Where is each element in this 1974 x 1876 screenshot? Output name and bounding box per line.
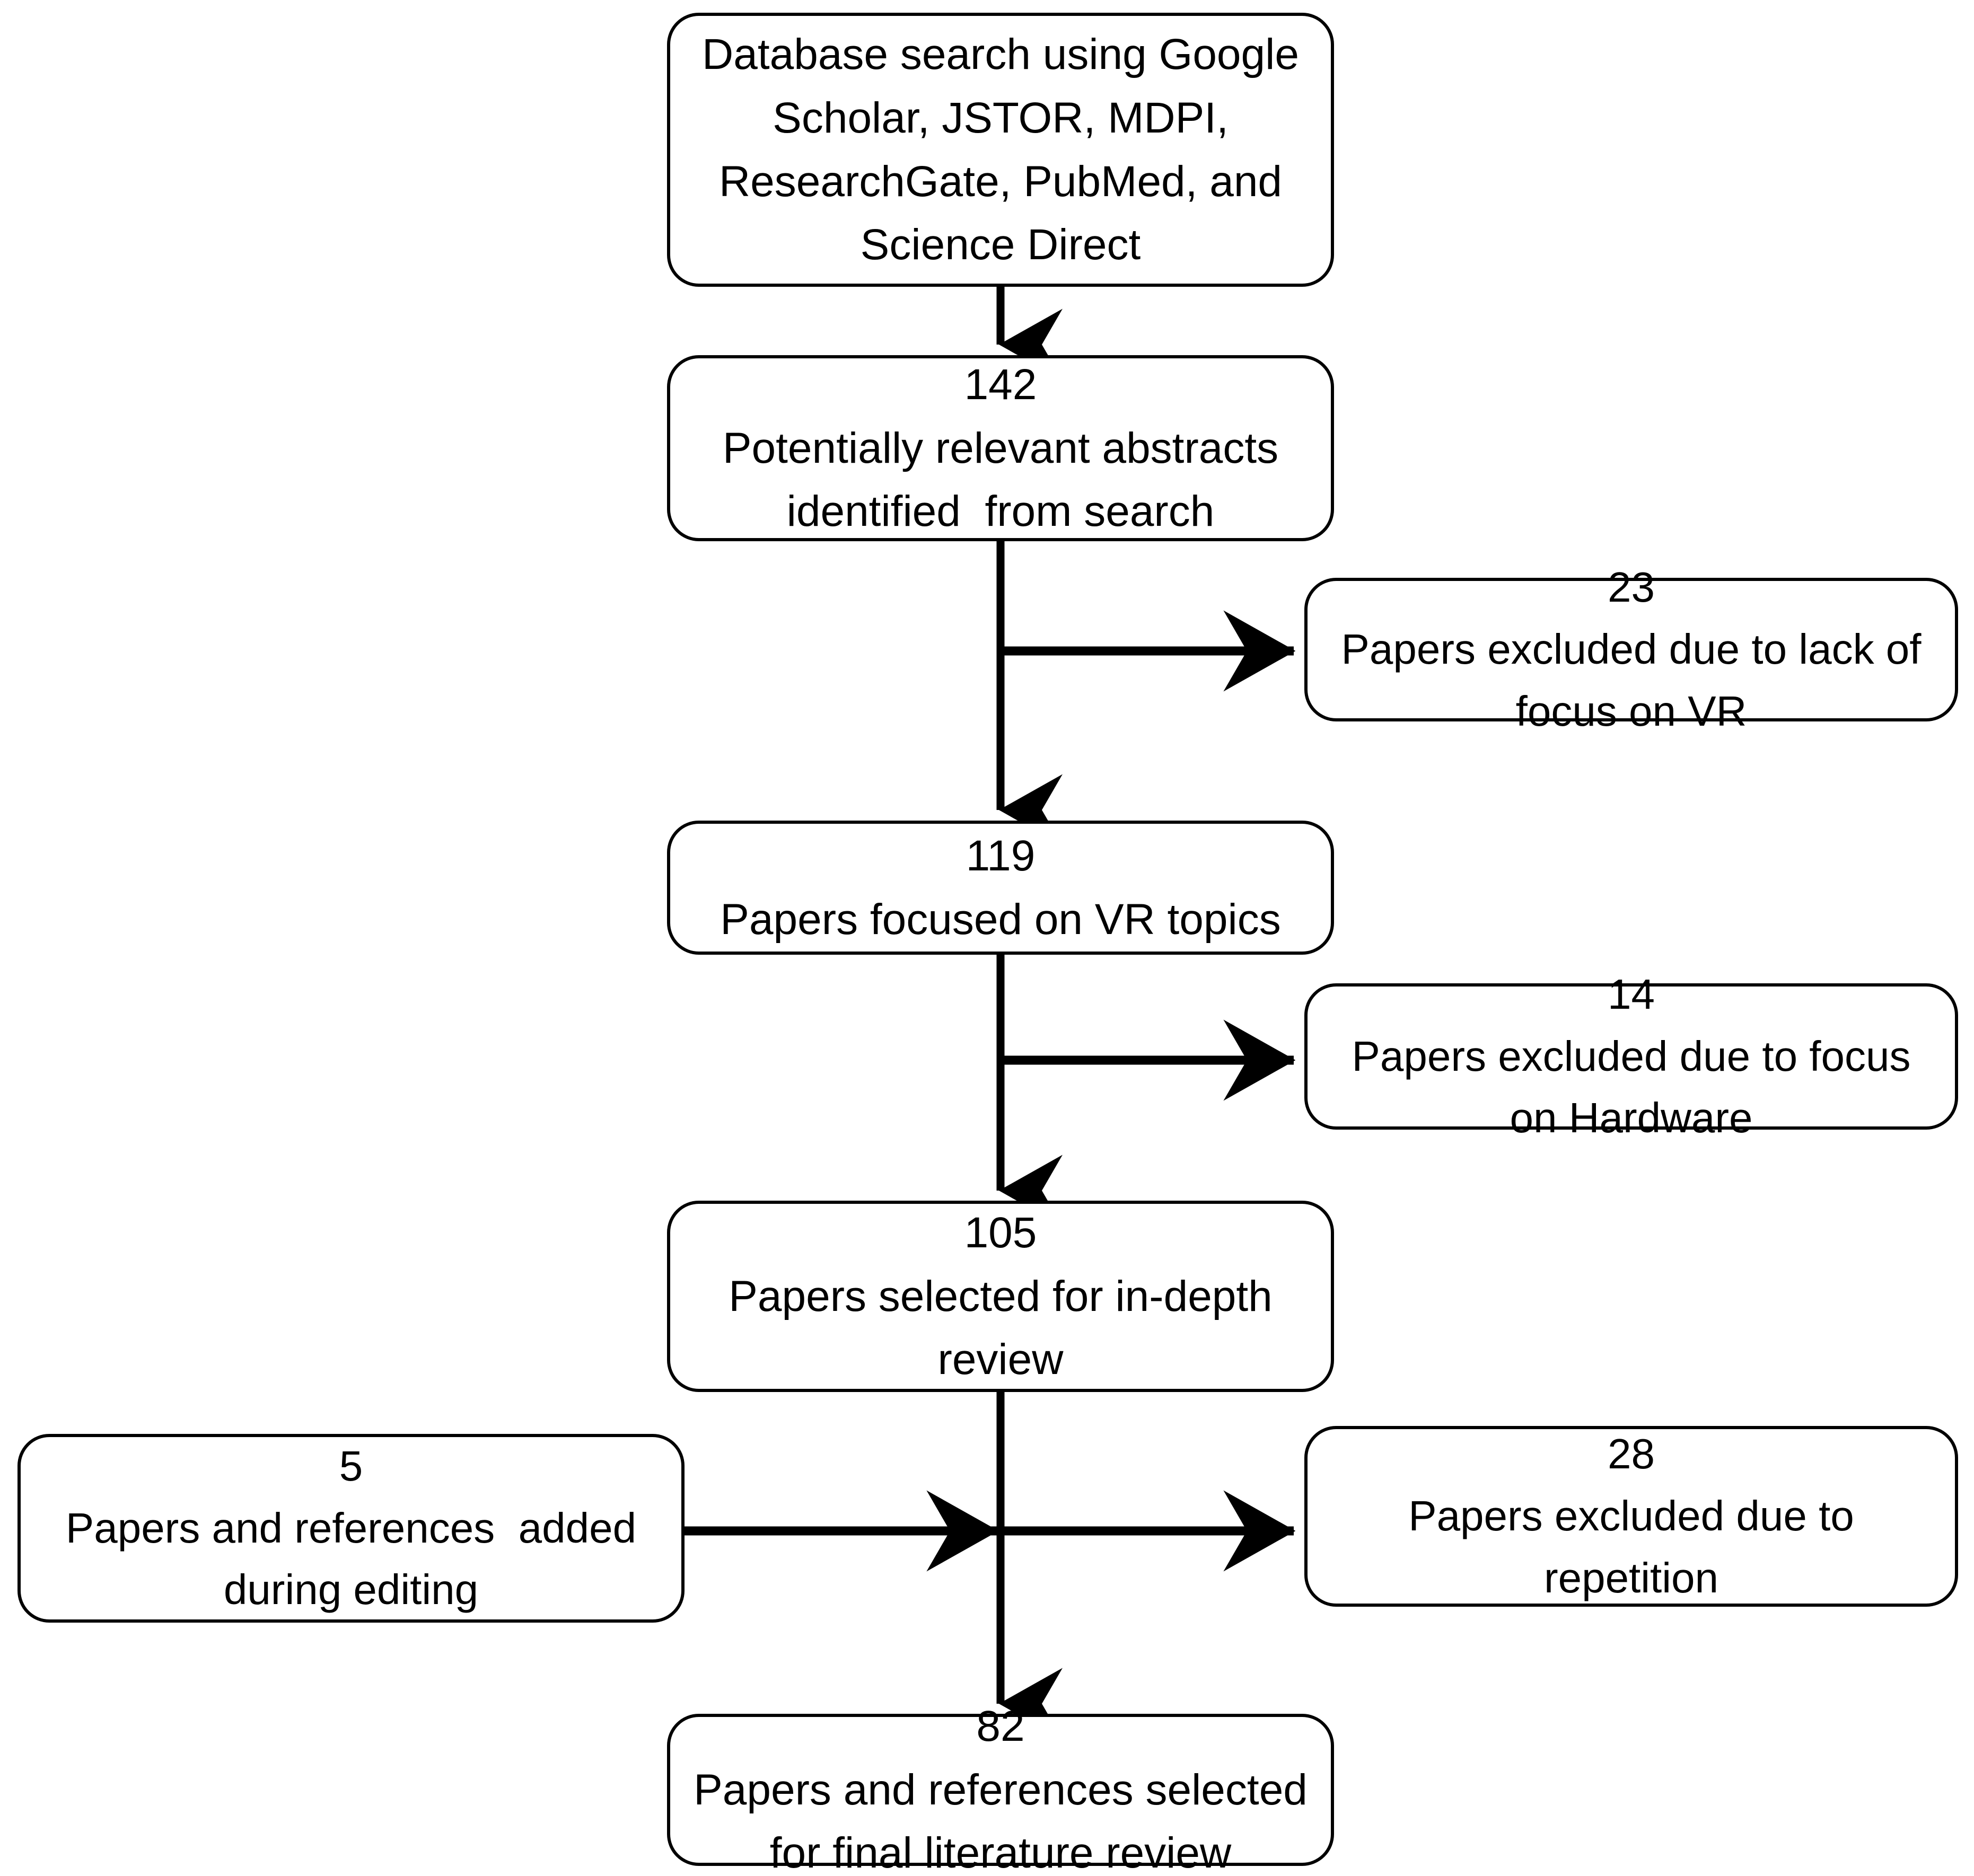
node-papers-references-final-literature-review-label: Papers and references selected for final… [694, 1765, 1320, 1876]
node-papers-selected-in-depth-review-label: Papers selected for in-depth review [729, 1272, 1285, 1384]
node-papers-references-final-literature-review-count: 82 [976, 1702, 1025, 1750]
node-papers-references-final-literature-review: 82 Papers and references selected for fi… [667, 1702, 1334, 1876]
node-potentially-relevant-abstracts-count: 142 [964, 360, 1037, 409]
node-excluded-lack-of-focus-vr-count: 23 [1608, 563, 1655, 611]
node-excluded-repetition-count: 28 [1608, 1430, 1655, 1478]
node-excluded-repetition-label: Papers excluded due to repetition [1408, 1492, 1866, 1601]
node-excluded-focus-hardware: 14 Papers excluded due to focus on Hardw… [1304, 971, 1958, 1141]
node-papers-references-added-during-editing-label: Papers and references added during editi… [65, 1504, 648, 1614]
node-papers-references-added-during-editing-count: 5 [339, 1442, 363, 1490]
node-potentially-relevant-abstracts: 142 Potentially relevant abstracts ident… [667, 355, 1334, 541]
node-papers-selected-in-depth-review: 105 Papers selected for in-depth review [667, 1201, 1334, 1392]
node-potentially-relevant-abstracts-label: Potentially relevant abstracts identifie… [722, 424, 1291, 536]
node-excluded-lack-of-focus-vr-label: Papers excluded due to lack of focus on … [1341, 626, 1933, 735]
node-database-search-label: Database search using Google Scholar, JS… [702, 30, 1311, 269]
node-excluded-lack-of-focus-vr: 23 Papers excluded due to lack of focus … [1304, 563, 1958, 735]
node-papers-references-added-during-editing: 5 Papers and references added during edi… [17, 1434, 685, 1623]
node-excluded-repetition: 28 Papers excluded due to repetition [1304, 1426, 1958, 1607]
node-papers-focused-vr-topics-label: Papers focused on VR topics [720, 895, 1281, 944]
node-database-search: Database search using Google Scholar, JS… [667, 13, 1334, 287]
node-excluded-focus-hardware-label: Papers excluded due to focus on Hardware [1352, 1032, 1923, 1142]
node-papers-focused-vr-topics: 119 Papers focused on VR topics [667, 821, 1334, 955]
node-papers-selected-in-depth-review-count: 105 [964, 1208, 1037, 1257]
node-papers-focused-vr-topics-count: 119 [966, 831, 1036, 880]
node-excluded-focus-hardware-count: 14 [1608, 970, 1655, 1018]
